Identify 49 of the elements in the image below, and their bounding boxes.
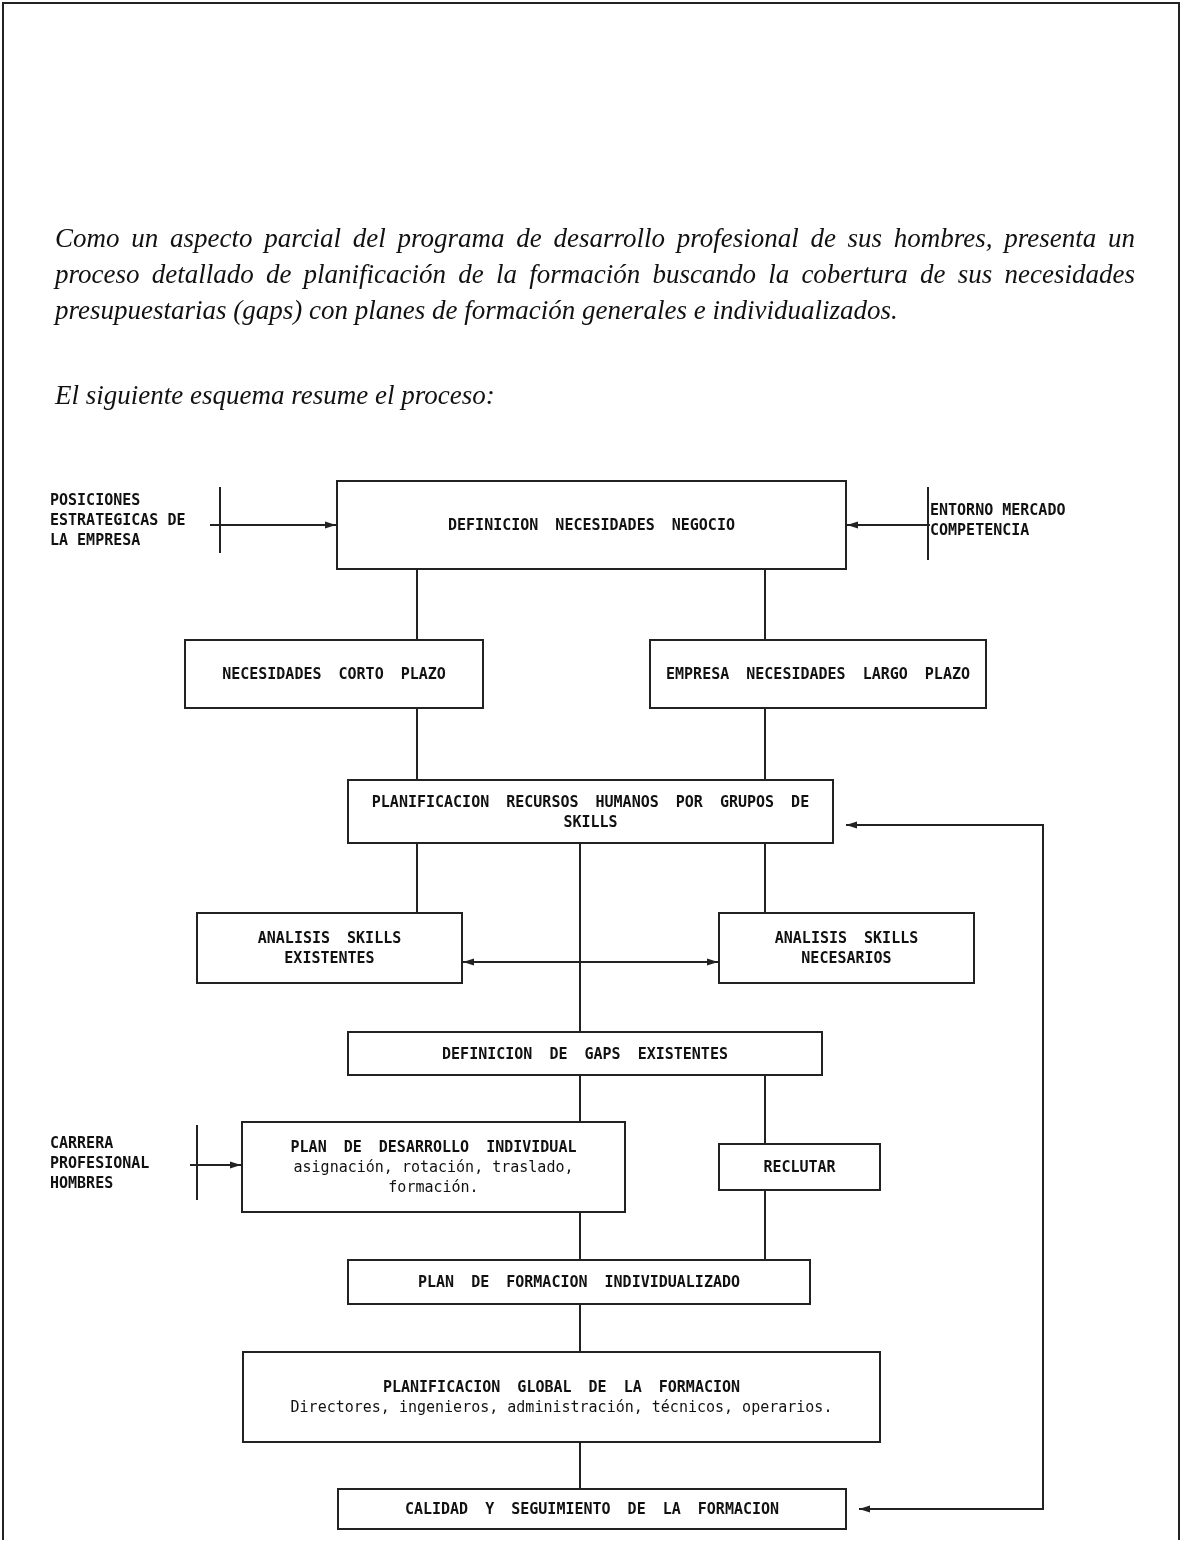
box-title: PLANIFICACION GLOBAL DE LA FORMACION	[382, 1377, 741, 1397]
arrow	[846, 521, 931, 529]
box-title: CALIDAD Y SEGUIMIENTO DE LA FORMACION	[404, 1499, 780, 1519]
arrow	[462, 958, 719, 966]
box-title: NECESIDADES CORTO PLAZO	[222, 664, 446, 684]
connector-line	[579, 1442, 581, 1489]
box-title: PLAN DE FORMACION INDIVIDUALIZADO	[418, 1272, 740, 1292]
connector-line	[416, 843, 418, 913]
connector-line	[764, 1190, 766, 1260]
box-description: asignación, rotación, traslado, formación.	[292, 1157, 575, 1197]
box-title: ANALISIS SKILLS NECESARIOS	[773, 928, 920, 968]
box-title: DEFINICION NECESIDADES NEGOCIO	[448, 515, 735, 535]
arrow	[845, 821, 1044, 1513]
connector-line	[764, 843, 766, 913]
box-title: RECLUTAR	[763, 1157, 836, 1177]
process-box	[347, 1259, 811, 1305]
process-box	[347, 779, 834, 844]
connector-line	[416, 708, 418, 780]
process-box	[347, 1031, 823, 1076]
connector-line	[416, 569, 418, 640]
input-label: POSICIONES ESTRATEGICAS DE LA EMPRESA	[50, 487, 210, 553]
box-title: ANALISIS SKILLS EXISTENTES	[256, 928, 403, 968]
process-box	[649, 639, 987, 709]
process-box	[184, 639, 484, 709]
connector-line	[764, 1075, 766, 1144]
connector-line	[579, 1304, 581, 1352]
box-title: PLAN DE DESARROLLO INDIVIDUAL	[290, 1137, 577, 1157]
process-box	[241, 1121, 626, 1213]
intro-paragraph: Como un aspecto parcial del programa de desarrollo profesional de sus hombres, presenta un proceso detallado de planificación de la formación buscando la cobertura de sus necesidades presupuestarias (gaps) con planes de formación generales e individualizados.	[55, 222, 1135, 327]
process-box	[337, 1488, 847, 1530]
connector-line	[579, 1075, 581, 1122]
connector-line	[579, 843, 581, 1032]
connector-line	[764, 708, 766, 780]
intro-sentence: El siguiente esquema resume el proceso:	[55, 379, 496, 412]
process-box	[718, 1143, 881, 1191]
box-title: EMPRESA NECESIDADES LARGO PLAZO	[666, 664, 970, 684]
process-box	[242, 1351, 881, 1443]
box-description: Directores, ingenieros, administración, técnicos, operarios.	[290, 1397, 833, 1417]
input-label: ENTORNO MERCADO COMPETENCIA	[930, 487, 1090, 553]
connector-line	[579, 1212, 581, 1260]
process-box	[718, 912, 975, 984]
connector-line	[764, 569, 766, 640]
input-label: CARRERA PROFESIONAL HOMBRES	[50, 1130, 190, 1196]
box-title: PLANIFICACION RECURSOS HUMANOS POR GRUPOS DE SKILLS	[370, 791, 811, 832]
process-box	[196, 912, 463, 984]
process-box	[336, 480, 847, 570]
arrow	[209, 521, 337, 529]
box-title: DEFINICION DE GAPS EXISTENTES	[442, 1043, 728, 1064]
arrow	[189, 1161, 242, 1169]
